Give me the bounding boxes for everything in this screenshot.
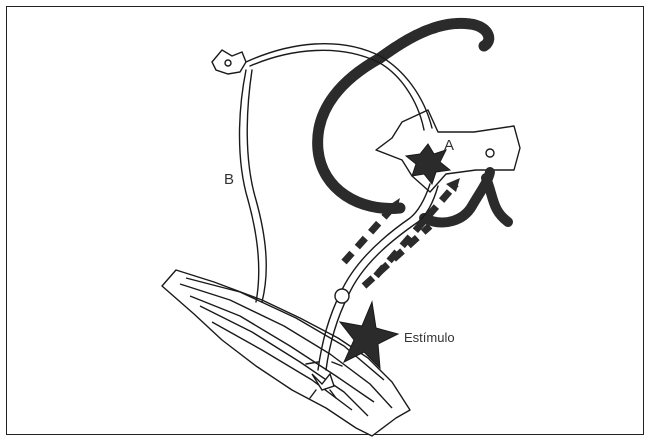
label-a: A: [444, 138, 454, 153]
label-b: B: [224, 172, 234, 187]
label-stimulus: Estímulo: [404, 331, 455, 344]
